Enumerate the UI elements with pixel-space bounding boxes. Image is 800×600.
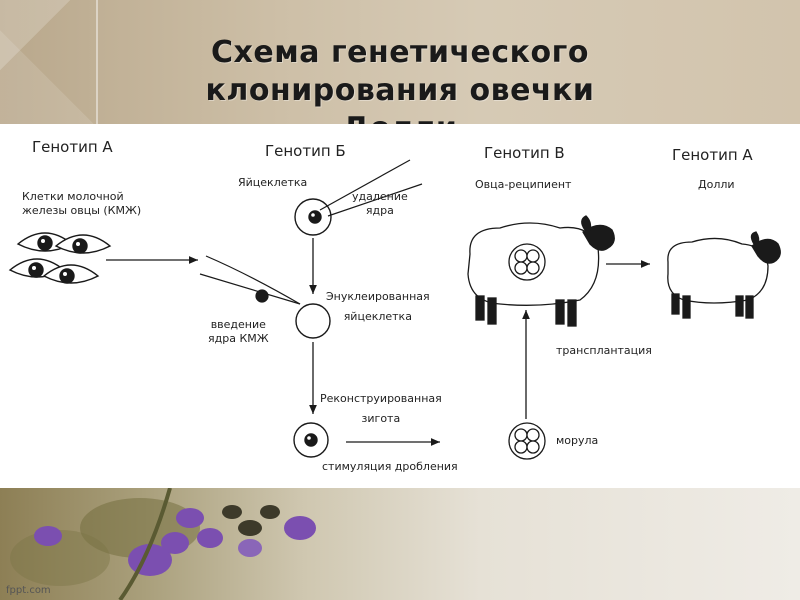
recipient-sheep-icon bbox=[467, 215, 615, 327]
dolly-sheep-icon bbox=[667, 231, 781, 319]
dolly-label: Долли bbox=[698, 178, 735, 191]
insertion-line2: ядра КМЖ bbox=[208, 332, 269, 345]
morula-label: морула bbox=[556, 434, 599, 447]
enucleated-egg-icon bbox=[295, 303, 331, 339]
nucleus-removal-line1: удаление bbox=[352, 190, 408, 203]
cloning-diagram: Генотип А Клетки молочной железы овцы (К… bbox=[0, 124, 800, 488]
mammary-cells-icon bbox=[8, 232, 112, 284]
header-divider-line bbox=[96, 0, 98, 124]
zygote-icon bbox=[293, 422, 329, 458]
nucleus-removal-label: удаление ядра bbox=[352, 190, 408, 218]
egg-cell-label: Яйцеклетка bbox=[238, 176, 308, 189]
recipient-sheep-label: Овца-реципиент bbox=[475, 178, 572, 191]
header-decoration bbox=[0, 0, 110, 124]
genotype-a2-label: Генотип А bbox=[672, 146, 753, 164]
genotype-b-label: Генотип Б bbox=[265, 142, 346, 160]
enucleated-egg-line1: Энуклеированная bbox=[326, 290, 430, 303]
insertion-pipette-icon bbox=[199, 255, 301, 305]
cleavage-label: стимуляция дробления bbox=[322, 460, 458, 473]
enucleated-egg-label: Энуклеированная яйцеклетка bbox=[326, 290, 430, 324]
footer-photo: fppt.com bbox=[0, 488, 800, 600]
genotype-v-label: Генотип В bbox=[484, 144, 565, 162]
diagram-graphics bbox=[8, 159, 781, 460]
mammary-cells-label: Клетки молочной железы овцы (КМЖ) bbox=[22, 190, 141, 218]
genotype-a-label: Генотип А bbox=[32, 138, 113, 156]
insertion-line1: введение bbox=[210, 318, 266, 331]
zygote-label: Реконструированная зигота bbox=[320, 392, 442, 426]
lavender-photo-graphic bbox=[10, 488, 316, 600]
zygote-line2: зигота bbox=[361, 412, 401, 425]
insertion-label: введение ядра КМЖ bbox=[208, 318, 269, 346]
mammary-cells-label-line1: Клетки молочной bbox=[22, 190, 124, 203]
morula-icon bbox=[508, 422, 546, 460]
mammary-cells-label-line2: железы овцы (КМЖ) bbox=[22, 204, 142, 217]
egg-cell-icon bbox=[294, 198, 332, 236]
zygote-line1: Реконструированная bbox=[320, 392, 442, 405]
removal-pipette-icon bbox=[319, 159, 423, 217]
transplantation-label: трансплантация bbox=[556, 344, 652, 357]
slide-header: Схема генетического клонирования овечки … bbox=[0, 0, 800, 146]
watermark: fppt.com bbox=[6, 585, 51, 596]
enucleated-egg-line2: яйцеклетка bbox=[343, 310, 412, 323]
nucleus-removal-line2: ядра bbox=[365, 204, 394, 217]
